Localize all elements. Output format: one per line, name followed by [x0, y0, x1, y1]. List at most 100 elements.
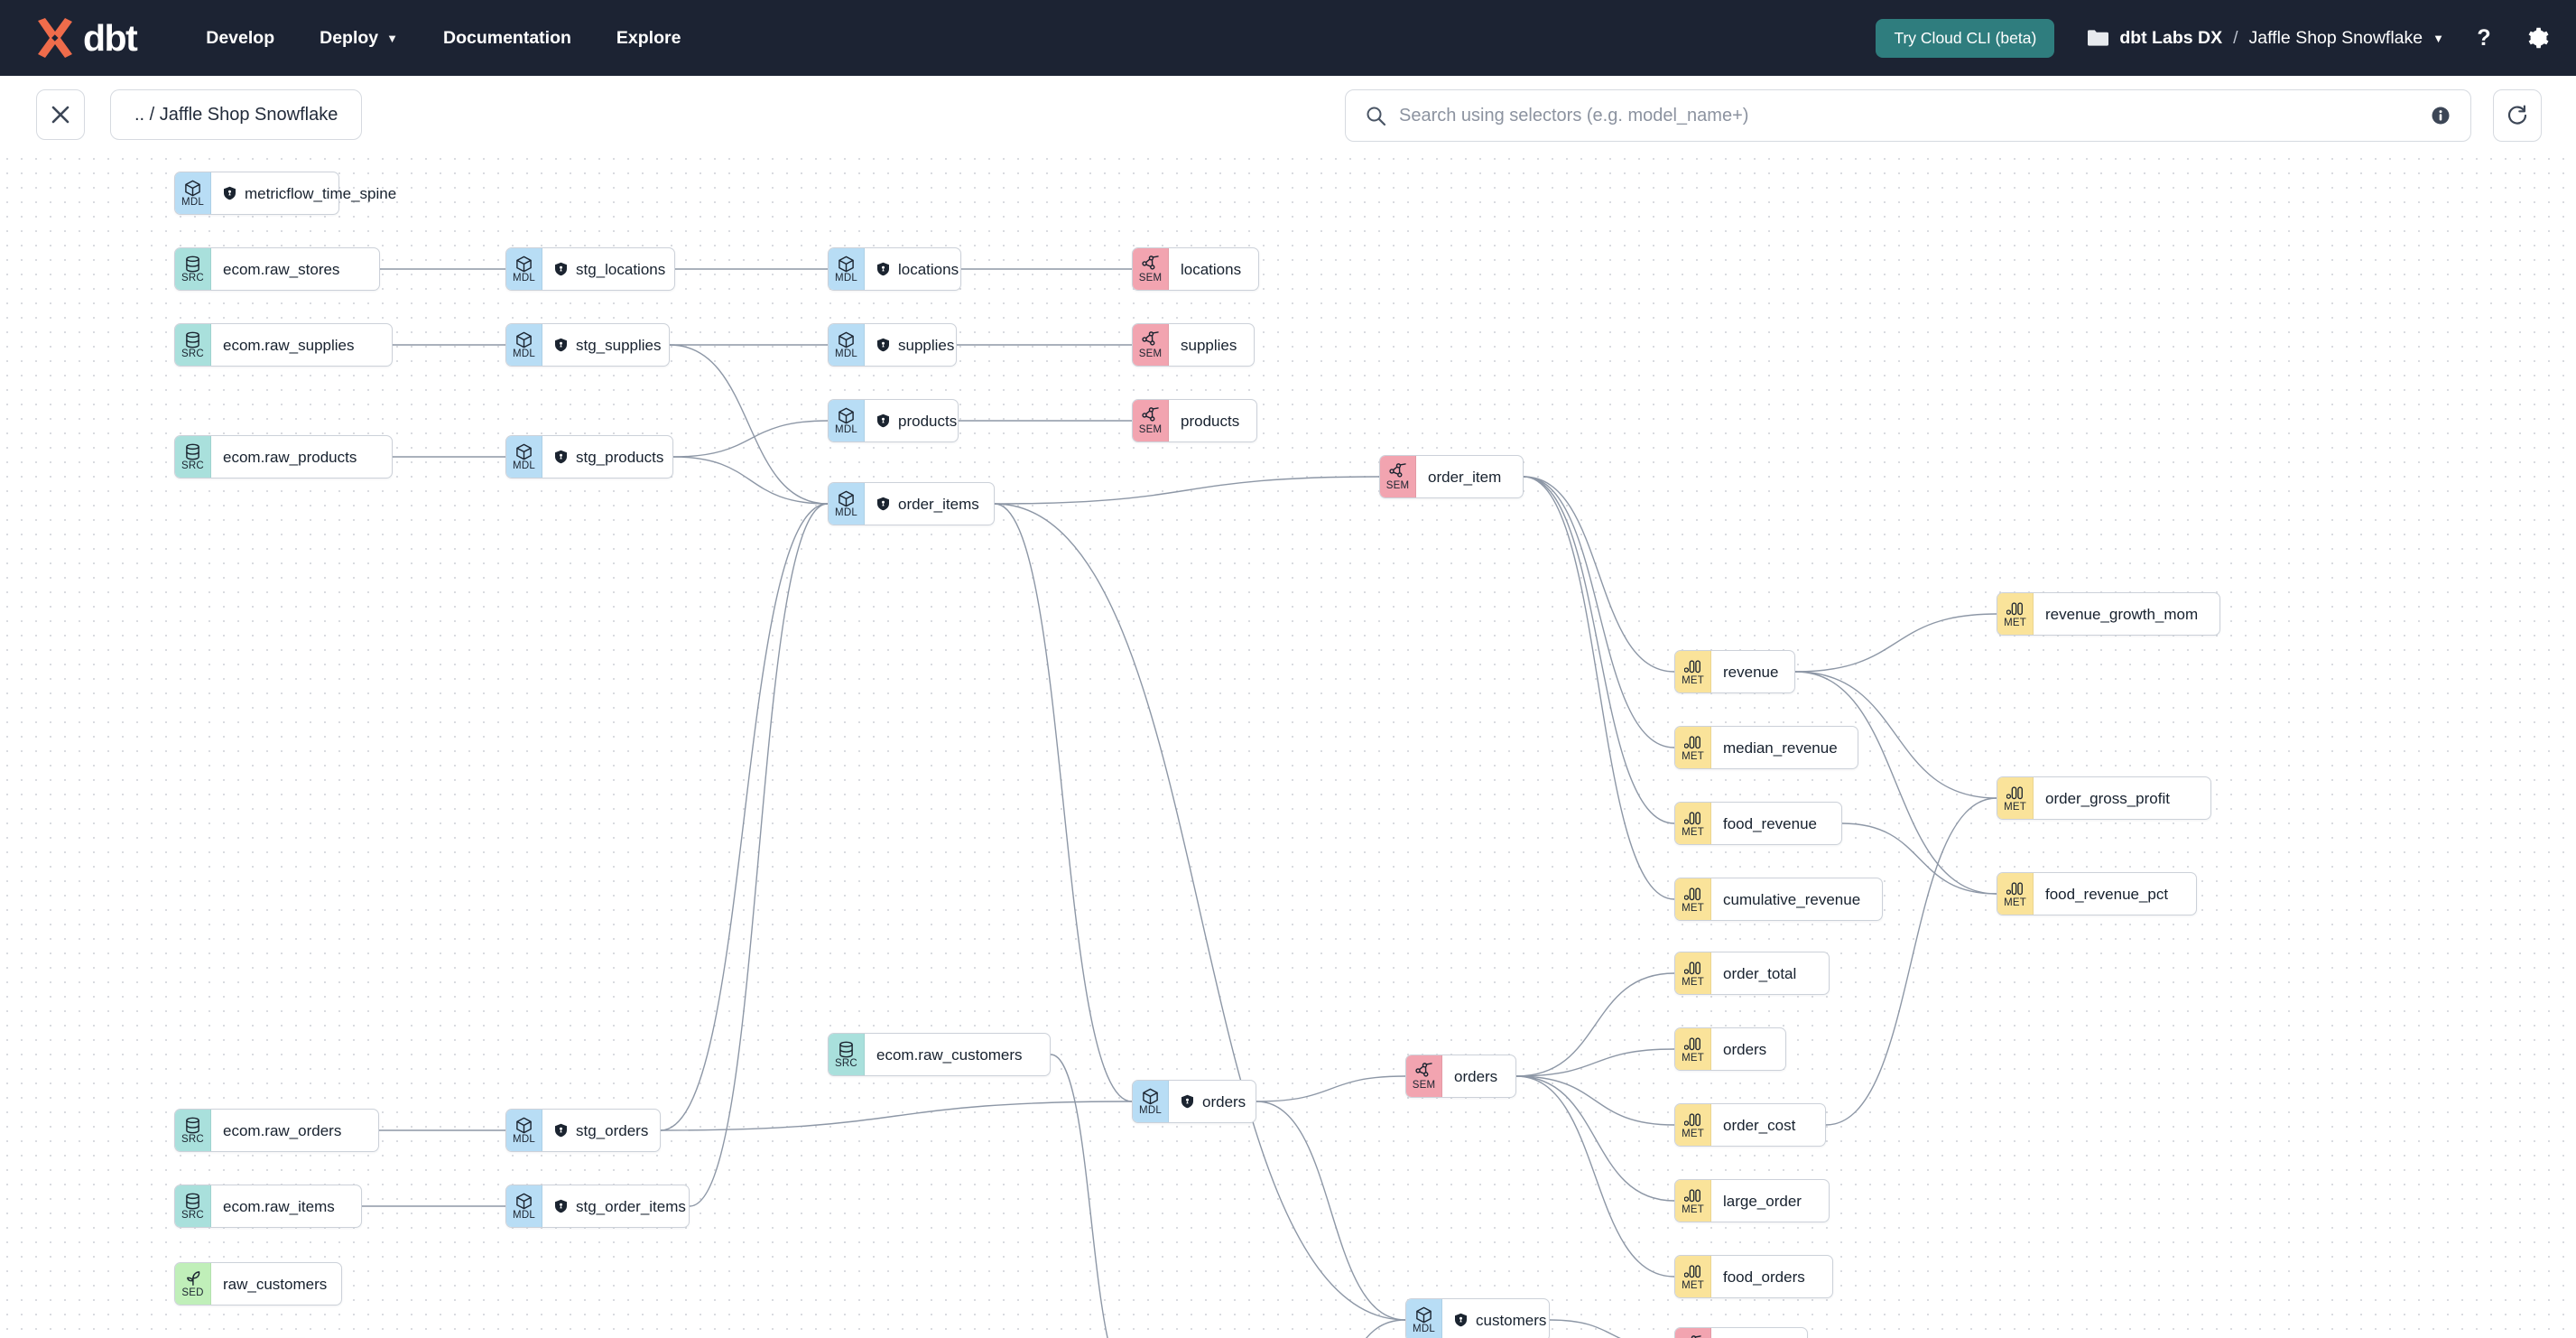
node-type-badge-mdl: MDL: [506, 1185, 542, 1227]
node-type-code: MET: [1682, 1279, 1704, 1291]
shield-icon: [554, 338, 568, 352]
top-navigation-bar: dbt Develop Deploy ▼ Documentation Explo…: [0, 0, 2576, 76]
lineage-edge: [994, 503, 1133, 1102]
database-icon: [839, 1041, 854, 1058]
node-label: food_revenue: [1723, 814, 1817, 832]
node-type-code: MDL: [1413, 1323, 1435, 1334]
lineage-edge: [994, 503, 1406, 1321]
node-label: customers: [1476, 1311, 1547, 1329]
node-type-badge-mdl: MDL: [829, 248, 865, 290]
node-label: ecom.raw_products: [223, 448, 357, 466]
primary-nav: Develop Deploy ▼ Documentation Explore: [183, 0, 703, 76]
bar-chart-icon: [1683, 1112, 1702, 1128]
bar-chart-icon: [1683, 961, 1702, 976]
node-body: supplies: [865, 324, 968, 366]
shield-icon: [876, 413, 890, 428]
node-label: locations: [1181, 260, 1242, 278]
close-button[interactable]: [36, 89, 85, 140]
node-label: orders: [1202, 1092, 1246, 1110]
node-type-code: MDL: [513, 1133, 535, 1145]
node-type-code: MDL: [835, 506, 857, 518]
breadcrumb-org[interactable]: dbt Labs DX: [2119, 27, 2223, 48]
node-label: stg_supplies: [576, 336, 662, 354]
node-graph-icon: [1684, 1335, 1701, 1338]
node-graph-icon: [1142, 256, 1159, 272]
nav-item-deploy[interactable]: Deploy ▼: [297, 0, 421, 76]
cube-icon: [515, 331, 533, 348]
node-type-code: MDL: [835, 272, 857, 283]
node-body: ecom.raw_supplies: [211, 324, 369, 366]
node-body: median_revenue: [1711, 727, 1852, 768]
nav-item-documentation[interactable]: Documentation: [421, 0, 594, 76]
nav-item-explore-label: Explore: [616, 27, 681, 48]
bar-chart-icon: [2006, 785, 2025, 801]
graph-node-metricflow_time_spine[interactable]: MDL metricflow_time_spine: [174, 172, 396, 215]
node-type-badge-mdl: MDL: [175, 172, 211, 214]
cube-icon: [838, 407, 855, 424]
chevron-down-icon[interactable]: ▼: [2432, 31, 2444, 45]
nav-item-develop[interactable]: Develop: [183, 0, 297, 76]
dbt-logo[interactable]: dbt: [31, 0, 138, 76]
lineage-edge: [1794, 671, 1997, 895]
try-cloud-cli-button[interactable]: Try Cloud CLI (beta): [1876, 18, 2055, 58]
search-input[interactable]: [1399, 105, 2431, 126]
refresh-button[interactable]: [2493, 89, 2542, 142]
node-label: locations: [898, 260, 959, 278]
node-label: stg_products: [576, 448, 664, 466]
breadcrumb-button[interactable]: .. / Jaffle Shop Snowflake: [110, 89, 363, 140]
help-button[interactable]: ?: [2469, 23, 2498, 52]
node-type-badge-sem: SEM: [1675, 1328, 1711, 1338]
node-label: food_revenue_pct: [2045, 885, 2169, 903]
lineage-edge: [1515, 1075, 1675, 1278]
node-label: ecom.raw_items: [223, 1197, 335, 1215]
settings-button[interactable]: [2524, 23, 2553, 52]
nav-item-explore[interactable]: Explore: [594, 0, 704, 76]
breadcrumb-project[interactable]: Jaffle Shop Snowflake: [2248, 27, 2423, 48]
node-label: metricflow_time_spine: [245, 184, 397, 202]
node-body: ecom.raw_customers: [865, 1034, 1037, 1075]
node-type-badge-sem: SEM: [1380, 456, 1416, 497]
info-icon[interactable]: [2431, 106, 2451, 125]
search-bar[interactable]: [1345, 89, 2471, 142]
node-body: raw_customers: [211, 1263, 341, 1305]
graph-node-sem_customers[interactable]: SEMcustomers: [1674, 1327, 1808, 1338]
node-type-badge-mdl: MDL: [506, 248, 542, 290]
node-type-badge-sem: SEM: [1133, 324, 1169, 366]
graph-node-customers_model[interactable]: MDL customers: [1405, 1298, 1550, 1338]
graph-node-locations[interactable]: MDL locations: [828, 247, 961, 291]
